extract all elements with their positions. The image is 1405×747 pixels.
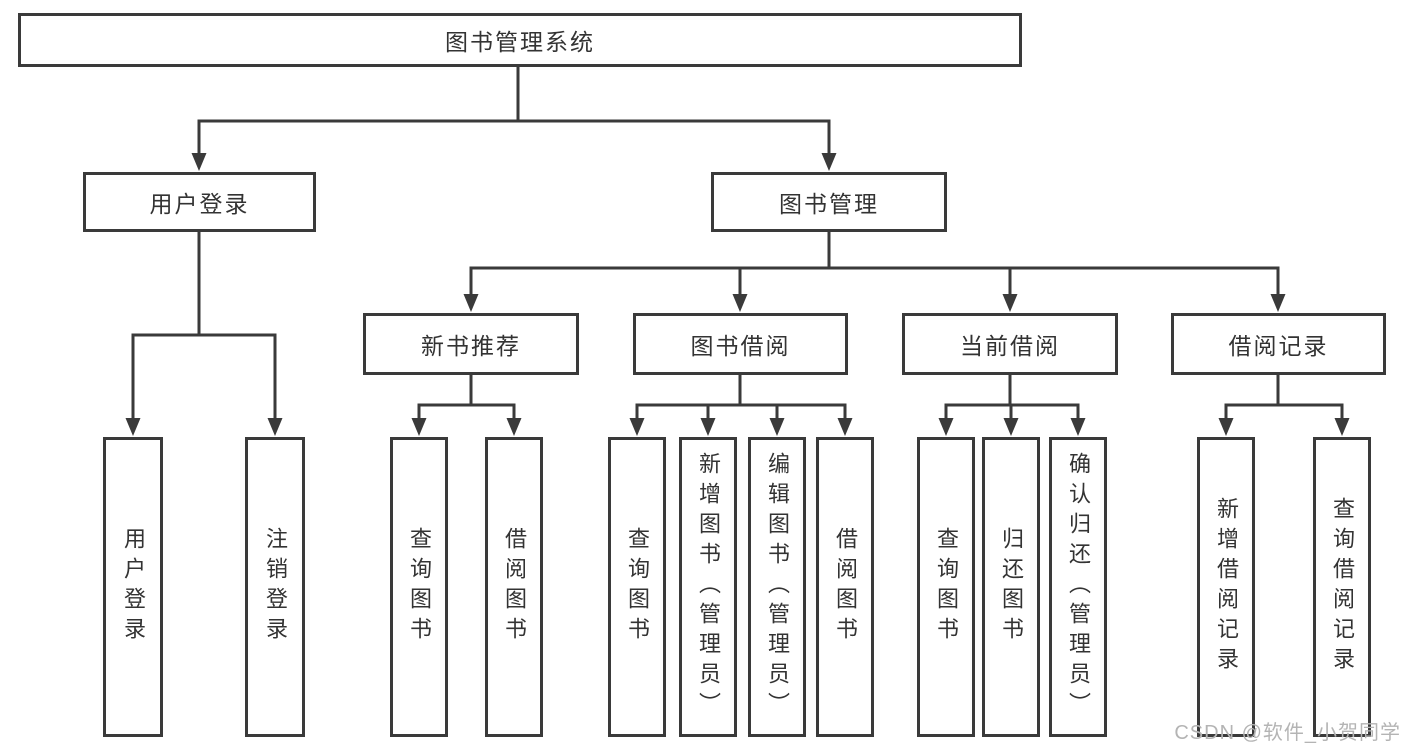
node-book-borrowing: 图书借阅 (633, 313, 848, 375)
arrow-down-icon (732, 294, 748, 312)
node-label: 图书借阅 (690, 333, 791, 359)
node-label: 图书管理 (779, 191, 879, 217)
node-label: 编辑图书（管理员） (765, 452, 790, 722)
node-root-system: 图书管理系统 (18, 13, 1022, 67)
node-label: 当前借阅 (960, 333, 1060, 359)
arrow-down-icon (411, 418, 427, 436)
node-label: 用户登录 (149, 191, 250, 217)
leaf-borrow-books-recommend: 借阅图书 (485, 437, 543, 737)
leaf-add-books-admin: 新增图书（管理员） (679, 437, 737, 737)
node-label: 查询图书 (625, 527, 650, 647)
node-label: 查询图书 (407, 527, 432, 647)
connector-line (635, 403, 847, 422)
arrow-down-icon (125, 418, 141, 436)
arrow-down-icon (267, 418, 283, 436)
node-new-book-recommend: 新书推荐 (363, 313, 579, 375)
node-label: 图书管理系统 (445, 29, 595, 55)
arrow-down-icon (1002, 294, 1018, 312)
connector-line (417, 403, 516, 422)
arrow-down-icon (1070, 418, 1086, 436)
arrow-down-icon (1334, 418, 1350, 436)
node-label: 借阅图书 (833, 527, 858, 647)
node-label: 查询借阅记录 (1330, 497, 1355, 677)
arrow-down-icon (769, 418, 785, 436)
leaf-user-login: 用户登录 (103, 437, 163, 737)
arrow-down-icon (938, 418, 954, 436)
leaf-confirm-return-admin: 确认归还（管理员） (1049, 437, 1107, 737)
node-label: 确认归还（管理员） (1066, 452, 1091, 722)
node-current-borrowing: 当前借阅 (902, 313, 1118, 375)
node-label: 用户登录 (121, 527, 146, 647)
arrow-down-icon (463, 294, 479, 312)
arrow-down-icon (1270, 294, 1286, 312)
node-user-login: 用户登录 (83, 172, 316, 232)
csdn-watermark: CSDN @软件_小贺同学 (1174, 722, 1401, 744)
arrow-down-icon (506, 418, 522, 436)
leaf-edit-books-admin: 编辑图书（管理员） (748, 437, 806, 737)
arrowhead-group (125, 153, 1350, 436)
node-book-management: 图书管理 (711, 172, 947, 232)
node-label: 新增借阅记录 (1214, 497, 1239, 677)
arrow-down-icon (1003, 418, 1019, 436)
connector-line (469, 266, 1280, 298)
node-label: 借阅记录 (1228, 333, 1329, 359)
node-label: 归还图书 (999, 527, 1024, 647)
node-label: 注销登录 (263, 527, 288, 647)
connector-line (197, 119, 831, 158)
node-label: 借阅图书 (502, 527, 527, 647)
arrow-down-icon (821, 153, 837, 171)
connector-line (131, 333, 277, 422)
leaf-query-books-borrow: 查询图书 (608, 437, 666, 737)
arrow-down-icon (700, 418, 716, 436)
node-label: 新增图书（管理员） (696, 452, 721, 722)
leaf-query-books-current: 查询图书 (917, 437, 975, 737)
leaf-logout: 注销登录 (245, 437, 305, 737)
leaf-query-borrow-record: 查询借阅记录 (1313, 437, 1371, 737)
arrow-down-icon (629, 418, 645, 436)
node-label: 查询图书 (934, 527, 959, 647)
leaf-return-books: 归还图书 (982, 437, 1040, 737)
arrow-down-icon (837, 418, 853, 436)
leaf-add-borrow-record: 新增借阅记录 (1197, 437, 1255, 737)
arrow-down-icon (191, 153, 207, 171)
node-label: 新书推荐 (421, 333, 521, 359)
leaf-borrow-books: 借阅图书 (816, 437, 874, 737)
leaf-query-books-recommend: 查询图书 (390, 437, 448, 737)
node-borrowing-records: 借阅记录 (1171, 313, 1386, 375)
arrow-down-icon (1218, 418, 1234, 436)
connector-line (1224, 403, 1344, 422)
